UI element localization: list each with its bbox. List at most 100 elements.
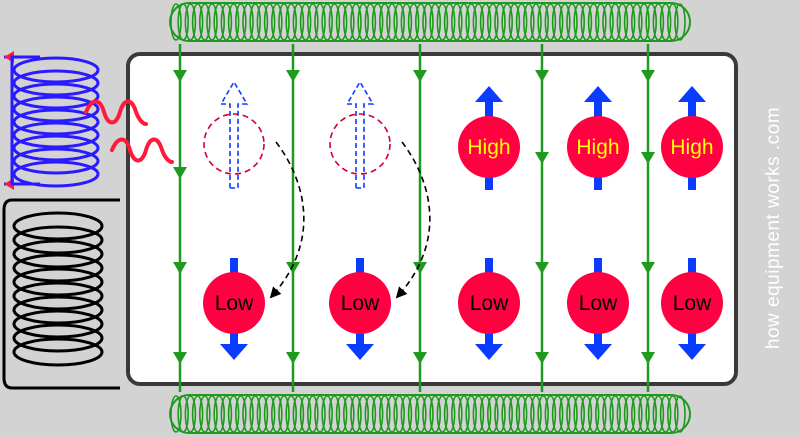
low-label: Low [470, 292, 509, 315]
top-coil-turn [270, 3, 283, 41]
top-coil-turn [587, 3, 600, 41]
bottom-coil-turn [177, 395, 189, 433]
rf-coil-turn [12, 147, 100, 175]
top-coil-turn [674, 3, 686, 41]
rx-coil-turn [12, 295, 104, 325]
flipping-particles [203, 80, 391, 189]
receive-coil [2, 198, 120, 390]
top-coil-turn [638, 3, 650, 41]
particle-circle [458, 272, 520, 334]
bottom-coil-turn [494, 395, 506, 433]
bottom-coil-turn [558, 395, 571, 433]
top-coil-turn [551, 3, 564, 41]
top-coil-turn [278, 3, 290, 41]
top-coil-turn [429, 3, 442, 41]
top-coil-turn [321, 3, 334, 41]
bottom-coil-turn [501, 395, 514, 433]
top-coil-turn [357, 3, 370, 41]
low-particle: Low [661, 258, 723, 360]
bottom-coil-turn [357, 395, 370, 433]
bottom-coil-turn [249, 395, 261, 433]
top-coil-turn [486, 3, 499, 41]
bottom-coil-turn [645, 395, 658, 433]
rf-wave-upper [84, 99, 148, 126]
rx-coil-turn [12, 337, 104, 367]
rf-coil-turn [12, 134, 100, 162]
top-coil-turn [573, 3, 586, 41]
particle-circle [458, 116, 520, 178]
ghost-circle [203, 113, 265, 175]
field-arrowhead [641, 352, 655, 364]
bottom-coil-turn [508, 395, 521, 433]
top-coil-turn [659, 3, 672, 41]
top-coil-turn [537, 3, 550, 41]
top-coil-turn [508, 3, 521, 41]
bottom-coil-turn [220, 395, 233, 433]
bottom-coil-turn [436, 395, 449, 433]
top-coil-turn [407, 3, 420, 41]
decay-arrows [269, 141, 431, 299]
top-coil-turn [364, 3, 377, 41]
top-coil-turn [206, 3, 218, 41]
field-arrowhead [641, 70, 655, 82]
rx-coil-frame [2, 198, 120, 390]
top-coil-turn [378, 3, 391, 41]
field-arrowhead [535, 70, 549, 82]
top-coil-turn [350, 3, 362, 41]
bottom-coil-turn [530, 395, 542, 433]
top-coil-turn [623, 3, 636, 41]
rf-coil-turn [12, 69, 100, 97]
top-coil-turn [494, 3, 506, 41]
bottom-coil-turn [328, 395, 341, 433]
ghost-spin-arrow [219, 80, 249, 189]
bottom-coil-turn [458, 395, 470, 433]
low-label: Low [341, 292, 380, 315]
bottom-coil-turn [486, 395, 499, 433]
top-coil-turn [544, 3, 557, 41]
top-coil-turn [450, 3, 463, 41]
bottom-coil-turn [623, 395, 636, 433]
top-coil-turn [306, 3, 319, 41]
top-coil-turn [285, 3, 298, 41]
top-coil-turn [184, 3, 197, 41]
top-coil-turn [652, 3, 665, 41]
top-coil-turn [256, 3, 269, 41]
rf-coil-turn [12, 160, 100, 188]
bottom-coil-turn [270, 395, 283, 433]
field-arrowhead [535, 352, 549, 364]
top-magnet-coil [169, 2, 691, 42]
bottom-coil-turn [659, 395, 672, 433]
top-coil-turn [616, 3, 629, 41]
field-arrowhead [173, 352, 187, 364]
bottom-coil-turn [371, 395, 384, 433]
top-coil-turn [594, 3, 607, 41]
top-coil-turn [191, 3, 204, 41]
bottom-coil-turn [472, 395, 485, 433]
particle-circle [661, 116, 723, 178]
ghost-particle [203, 80, 265, 189]
bottom-coil-turn [184, 395, 197, 433]
low-particle: Low [458, 258, 520, 360]
ghost-particle [329, 80, 391, 189]
top-coil-outline [169, 2, 691, 42]
top-coil-turn [292, 3, 305, 41]
field-arrowhead [173, 70, 187, 82]
bottom-coil-turn [573, 395, 586, 433]
decay-arrow-1 [269, 141, 305, 299]
top-coil-turn [666, 3, 679, 41]
top-coil-turn [645, 3, 658, 41]
particle-circle [567, 272, 629, 334]
rx-coil-turn [12, 253, 104, 283]
low-label: Low [215, 292, 254, 315]
bottom-coil-turn [285, 395, 298, 433]
field-arrowhead [413, 70, 427, 82]
top-coil-turn [609, 3, 622, 41]
bottom-coil-turn [314, 395, 326, 433]
top-coil-turn [501, 3, 514, 41]
watermark: how equipment works .com [763, 106, 784, 350]
top-coil-turn [170, 3, 182, 41]
rf-transmit-coil [4, 51, 100, 190]
rx-coil-turn [12, 239, 104, 269]
